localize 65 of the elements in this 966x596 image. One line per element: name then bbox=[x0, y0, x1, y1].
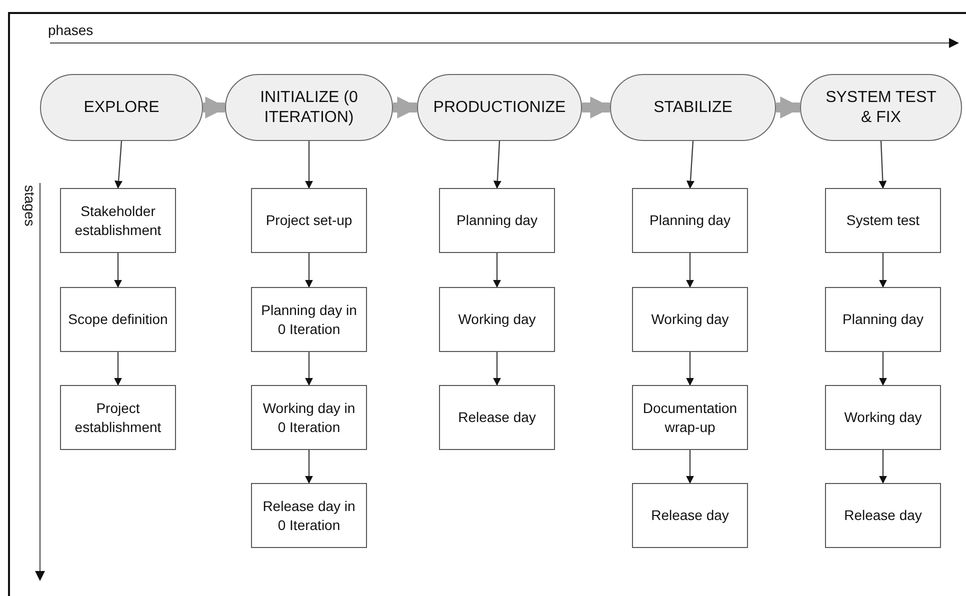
stage-box bbox=[60, 287, 176, 352]
stage-box bbox=[251, 483, 367, 548]
stage-box bbox=[632, 385, 748, 450]
node-text: PRODUCTIONIZE bbox=[433, 98, 566, 118]
stage-box bbox=[60, 385, 176, 450]
node-text: Working day bbox=[651, 310, 729, 329]
node-text: Scope definition bbox=[68, 310, 168, 329]
arrow bbox=[203, 96, 228, 118]
arrow bbox=[114, 140, 123, 189]
stage-box bbox=[825, 287, 941, 352]
stage-box bbox=[439, 287, 555, 352]
node-text: STABILIZE bbox=[654, 98, 732, 118]
arrow bbox=[686, 352, 694, 386]
node-text: Working day bbox=[458, 310, 536, 329]
arrow bbox=[493, 253, 501, 288]
arrow bbox=[879, 450, 887, 484]
arrow bbox=[493, 352, 501, 386]
arrow bbox=[686, 253, 694, 288]
arrow bbox=[582, 96, 612, 118]
node-text: Release day bbox=[651, 506, 729, 525]
stage-box bbox=[439, 188, 555, 253]
node-text: Project set-up bbox=[266, 211, 352, 230]
node-text: Release day bbox=[844, 506, 922, 525]
arrow bbox=[305, 352, 313, 386]
arrow bbox=[114, 352, 122, 386]
node-text: Planning day bbox=[650, 211, 730, 230]
arrow bbox=[493, 140, 502, 189]
arrow bbox=[393, 96, 420, 118]
node-text: Release day in 0 Iteration bbox=[262, 497, 356, 534]
arrow bbox=[879, 352, 887, 386]
arrow bbox=[305, 141, 313, 189]
node-text: INITIALIZE (0 ITERATION) bbox=[259, 88, 359, 127]
arrow bbox=[114, 253, 122, 288]
stage-box bbox=[439, 385, 555, 450]
stage-box bbox=[60, 188, 176, 253]
stage-box bbox=[825, 188, 941, 253]
node-text: Documentation wrap-up bbox=[642, 399, 738, 436]
stage-box bbox=[251, 287, 367, 352]
node-text: Stakeholder establishment bbox=[74, 202, 162, 239]
node-text: System test bbox=[846, 211, 920, 230]
node-text: Planning day bbox=[842, 310, 924, 329]
node-text: Planning day in 0 Iteration bbox=[260, 301, 358, 338]
node-text: Release day bbox=[458, 408, 536, 427]
node-text: Working day in 0 Iteration bbox=[262, 399, 356, 436]
node-text: Working day bbox=[844, 408, 922, 427]
stage-box bbox=[632, 188, 748, 253]
stage-box bbox=[632, 483, 748, 548]
arrow bbox=[686, 450, 694, 484]
node-text: Project establishment bbox=[74, 399, 162, 436]
arrow bbox=[305, 253, 313, 288]
arrow bbox=[305, 450, 313, 484]
arrow bbox=[879, 253, 887, 288]
arrow bbox=[776, 96, 802, 118]
stage-box bbox=[251, 385, 367, 450]
arrow bbox=[878, 140, 887, 189]
stage-box bbox=[632, 287, 748, 352]
axis-label: phases bbox=[48, 22, 94, 38]
stage-box bbox=[825, 385, 941, 450]
node-text: SYSTEM TEST & FIX bbox=[824, 88, 938, 127]
node-text: EXPLORE bbox=[84, 98, 160, 118]
stage-box bbox=[251, 188, 367, 253]
stage-box bbox=[825, 483, 941, 548]
axis-label: stages bbox=[22, 185, 38, 226]
node-text: Planning day bbox=[456, 211, 538, 230]
arrow bbox=[686, 140, 694, 189]
